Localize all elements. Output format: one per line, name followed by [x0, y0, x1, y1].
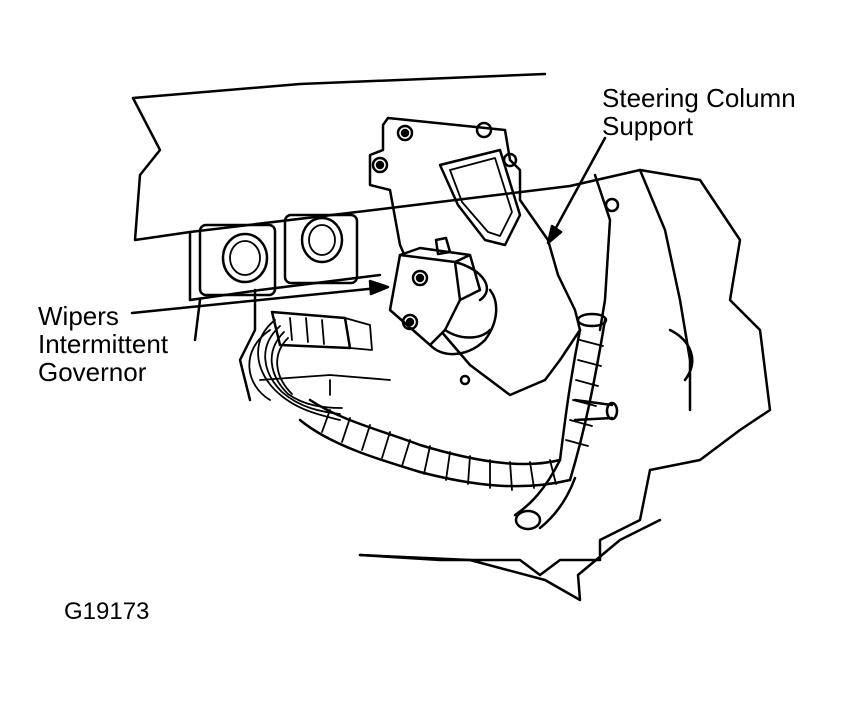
wipers-leader-line [130, 286, 380, 315]
harness-main-bottom [298, 418, 572, 488]
wipers-label-line-1: Wipers [38, 301, 119, 331]
governor-mount-bolt-1 [411, 269, 429, 287]
governor-mount-bolt-2-center [405, 317, 415, 327]
wire-bundle-2 [264, 325, 341, 415]
governor-harness-loop [428, 288, 498, 356]
left-opening-frame [198, 223, 277, 297]
harness-riser-left [558, 328, 582, 462]
middle-round-opening [300, 216, 344, 264]
wipers-label-line-3: Governor [38, 357, 147, 387]
connector-detail [289, 317, 373, 351]
governor-harness-link [443, 328, 492, 339]
governor-mount-bolt-2 [401, 313, 419, 331]
wire-bundle-3 [270, 331, 343, 409]
steering-column-support-label: Steering Column Support [602, 84, 796, 140]
figure-id: G19173 [64, 598, 150, 625]
support-window [438, 148, 522, 247]
governor-hook-wire [453, 260, 489, 302]
governor-mount-bolt-1-center [415, 273, 425, 283]
steering-leader-line [550, 136, 607, 237]
wipers-label-line-2: Intermittent [38, 329, 169, 359]
support-bolt-1-center [400, 128, 410, 138]
right-side-bolt [604, 197, 620, 213]
floor-fastener [459, 374, 471, 386]
harness-lower-end [514, 509, 542, 531]
left-round-opening-inner [229, 240, 261, 276]
harness-wrap-stripes [321, 409, 557, 491]
steering-label-line-2: Support [602, 111, 694, 141]
side-pipe-end [605, 401, 619, 421]
wire-bundle-5 [248, 329, 271, 401]
dash-panel-lower-edge [358, 518, 662, 602]
floor-trim [259, 374, 391, 396]
governor-tab [434, 236, 452, 256]
support-window-inner [449, 157, 513, 237]
support-bolt-4 [502, 152, 518, 168]
support-bolt-3 [371, 156, 389, 174]
left-round-opening [221, 232, 269, 284]
harness-lower-branch [513, 458, 577, 530]
middle-round-opening-inner [308, 224, 336, 256]
dash-panel-outline [131, 72, 772, 577]
right-side-column [593, 168, 694, 412]
side-pipe [573, 398, 614, 422]
wipers-leader-arrow [368, 279, 390, 296]
wire-bundle-4 [276, 337, 293, 395]
support-bolt-2 [475, 121, 493, 139]
governor-module-side [398, 246, 482, 302]
harness-riser-end [576, 312, 608, 328]
steering-leader-arrow [546, 224, 563, 245]
steering-label-line-1: Steering Column [602, 83, 796, 113]
support-bolt-1 [396, 124, 414, 142]
harness-main-top [308, 398, 562, 466]
harness-riser-stripes [565, 339, 604, 447]
middle-opening-frame [283, 213, 359, 285]
wipers-intermittent-governor-label: Wipers Intermittent Governor [38, 302, 168, 386]
wire-bundle-1 [257, 319, 341, 421]
support-bolt-3-center [375, 160, 385, 170]
